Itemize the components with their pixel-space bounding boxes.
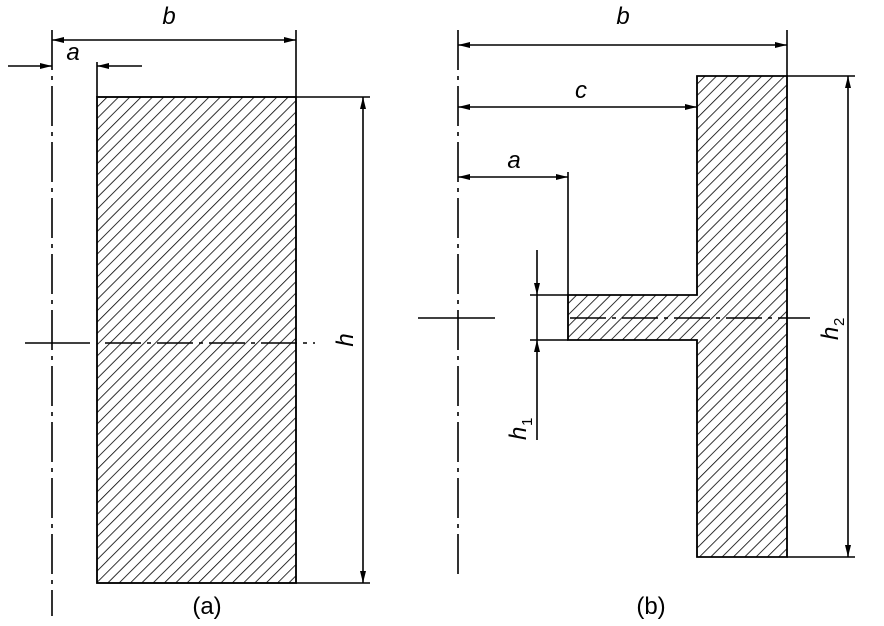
label-b-a: b: [162, 3, 175, 30]
t-section: [567, 75, 788, 558]
svg-text:1: 1: [519, 418, 536, 426]
label-c: c: [575, 77, 587, 104]
label-a-a: a: [66, 39, 79, 66]
figure-b: [418, 30, 855, 578]
label-h1: h 1: [505, 418, 536, 440]
rectangular-section: [96, 96, 297, 584]
svg-text:h: h: [817, 327, 844, 340]
caption-b: (b): [636, 593, 665, 620]
figure-a: [8, 30, 370, 616]
label-h2: h 2: [817, 318, 848, 340]
label-h: h: [332, 333, 359, 346]
label-b-b: b: [616, 3, 629, 30]
svg-text:2: 2: [831, 318, 848, 326]
caption-a: (a): [192, 593, 221, 620]
svg-text:h: h: [505, 427, 532, 440]
label-a-b: a: [507, 147, 520, 174]
